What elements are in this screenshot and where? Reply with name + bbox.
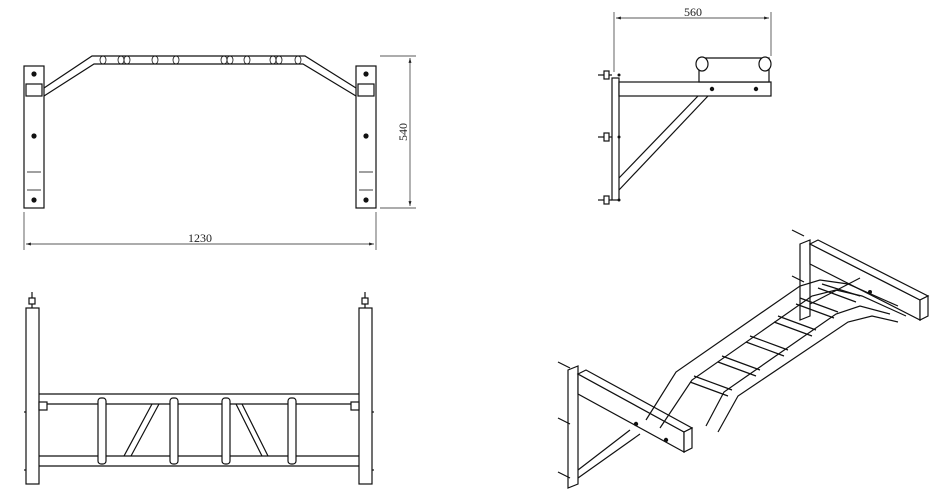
iso-front-plate [567,365,579,489]
iso-rail [645,279,899,421]
depth-label: 560 [684,5,702,19]
grip-holes [99,55,302,65]
front-view: 1230 540 [23,55,416,250]
left-post [25,307,40,485]
height-dimension: 540 [380,55,416,209]
wall-bolts [598,70,621,205]
isometric-view [557,229,930,489]
side-wall-plate [611,77,620,201]
iso-rungs [689,283,861,397]
side-arm [618,81,772,97]
side-view: 560 [598,5,772,205]
width-label: 1230 [188,231,212,245]
width-dimension: 1230 [23,212,377,250]
top-view [24,292,374,485]
bolt-hole [363,197,369,203]
bolt-hole [31,197,37,203]
height-label: 540 [396,123,410,141]
iso-back-plate [799,239,811,321]
iso-back-arm [809,243,921,321]
bolt-hole [31,71,37,77]
pull-up-bar [43,55,357,89]
depth-dimension: 560 [613,5,772,72]
bolt-hole [363,71,369,77]
right-post [358,307,373,485]
rungs [97,397,297,465]
side-brace [618,95,699,179]
bolt-hole [363,133,369,139]
bolt-hole [31,133,37,139]
